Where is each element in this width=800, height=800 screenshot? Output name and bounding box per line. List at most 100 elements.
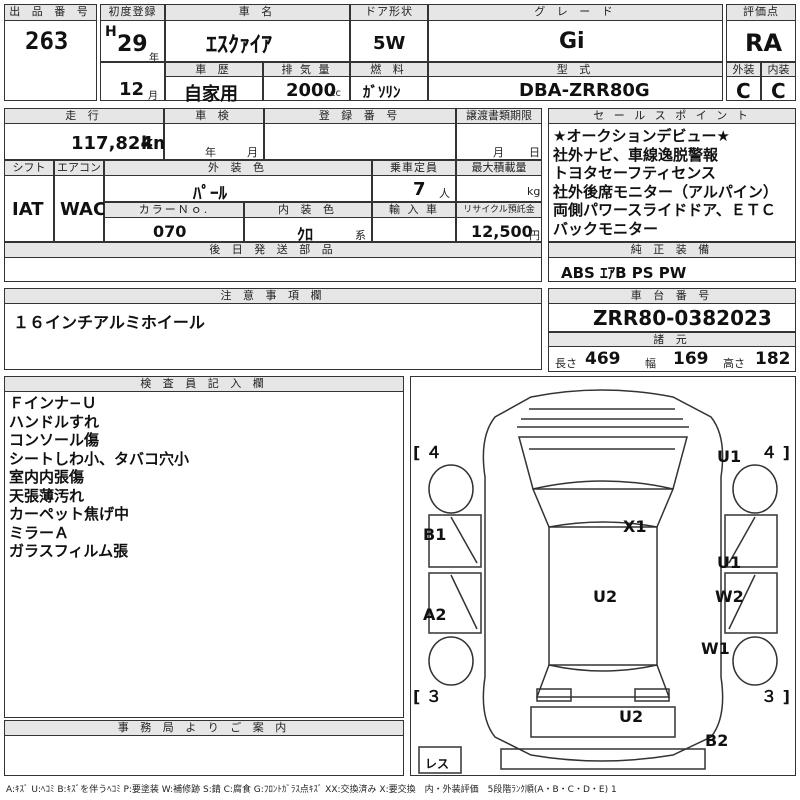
- max-load-label: 最大積載量: [456, 160, 542, 176]
- registration-box: 登 録 番 号: [264, 108, 456, 160]
- chassis-box: 車 台 番 号 ZRR80-0382023: [548, 288, 796, 332]
- max-load-unit: kg: [527, 185, 541, 198]
- interior-color-box: 内 装 色 ｸﾛ 系: [244, 202, 372, 244]
- rear-left-wheel: [428, 636, 474, 686]
- history-label: 車 歴: [165, 62, 263, 77]
- shift-label: シフト: [4, 160, 54, 176]
- height-value: 182: [755, 349, 791, 369]
- shift-value: IAT: [12, 199, 44, 220]
- standard-equipment: ABS ｴｱB PS PW: [561, 264, 687, 282]
- tail-lamps: [536, 688, 670, 702]
- chassis-label: 車 台 番 号: [548, 288, 796, 304]
- color-no-label: カラーＮｏ.: [104, 202, 244, 218]
- first-reg-month-box: 12 月: [100, 62, 165, 102]
- score-value: RA: [745, 29, 783, 57]
- body-outline: [482, 389, 724, 762]
- interior-grade-label: 内装: [761, 62, 796, 77]
- list-item: ガラスフィルム張: [9, 542, 129, 560]
- list-item: 室内内張傷: [9, 468, 85, 486]
- list-item: ミラーＡ: [9, 523, 70, 542]
- car-name-box: 車 名 ｴｽｸｧｲｱ: [165, 4, 350, 62]
- mark-u1-front-right: U1: [717, 447, 742, 466]
- shift-box: シフト IAT: [4, 160, 54, 242]
- model-code: DBA-ZRR80G: [519, 80, 650, 101]
- recycle-label: リサイクル預託金: [456, 202, 542, 218]
- mark-w1-rear-right: W1: [701, 639, 730, 658]
- width-label: 幅: [645, 357, 656, 370]
- mileage-value: 117,824: [71, 133, 153, 154]
- mark-a2-left-slide-door: A2: [423, 605, 447, 624]
- inspection-year-unit: 年: [205, 146, 216, 159]
- list-item: Ｆインナ−Ｕ: [9, 394, 97, 412]
- left-slide-door: [428, 572, 482, 634]
- car-name: ｴｽｸｧｲｱ: [206, 33, 273, 58]
- exterior-color-label: 外 装 色: [104, 160, 372, 176]
- grade-value: Gi: [559, 29, 585, 54]
- office-box: 事 務 局 よ り ご 案 内: [4, 720, 404, 776]
- displacement-unit: cc: [330, 88, 341, 99]
- history-box: 車 歴 自家用: [165, 62, 263, 105]
- mark-u2-back-door: U2: [619, 707, 644, 726]
- windshield: [531, 480, 675, 528]
- inspection-box: 車 検 年 月: [164, 108, 264, 160]
- inspector-list: Ｆインナ−Ｕ ハンドルすれ コンソール傷 シートしわ小、タバコ穴小 室内内張傷 …: [9, 394, 189, 561]
- list-item: カーペット焦げ中: [9, 505, 130, 523]
- mark-w2-right-slide-door: W2: [715, 587, 744, 606]
- lot-label: 出 品 番 号: [4, 4, 97, 21]
- list-item: ★オークションデビュー★: [553, 127, 730, 145]
- recycle-unit: 円: [529, 229, 540, 242]
- tire-rear-left: [ ３: [413, 687, 442, 706]
- car-diagram: [ ４ ４ ] [ ３ ３ ] レス U1 B1 X1 U1 U2 W2 A2 …: [410, 376, 796, 776]
- interior-color-label: 内 装 色: [244, 202, 372, 218]
- capacity-value: 7: [413, 179, 426, 200]
- mileage-box: 走 行 117,824 km: [4, 108, 172, 160]
- fuel-value: ｶﾞｿﾘﾝ: [363, 83, 401, 101]
- front-right-wheel: [732, 464, 778, 514]
- right-slide-door: [724, 572, 778, 634]
- later-parts-box: 後 日 発 送 部 品: [4, 242, 542, 282]
- grade-label: グ レ ー ド: [428, 4, 723, 21]
- color-no: 070: [153, 222, 187, 241]
- office-label: 事 務 局 よ り ご 案 内: [4, 720, 404, 736]
- car-name-label: 車 名: [165, 4, 350, 21]
- mark-u2-roof: U2: [593, 587, 618, 606]
- rear-window: [535, 664, 671, 698]
- door-label: ドア形状: [350, 4, 428, 21]
- capacity-unit: 人: [439, 187, 450, 200]
- front-bumper-lines: [517, 408, 689, 428]
- tire-rear-right: ３ ]: [761, 687, 790, 706]
- mark-b1-left-front: B1: [423, 525, 447, 544]
- capacity-label: 乗車定員: [372, 160, 456, 176]
- color-no-box: カラーＮｏ. 070: [104, 202, 244, 242]
- tire-front-right: ４ ]: [761, 443, 790, 462]
- list-item: 社外後席モニター（アルパイン）: [553, 182, 778, 201]
- length-label: 長さ: [555, 357, 577, 370]
- first-reg-box: 初度登録 H 29 年: [100, 4, 165, 64]
- grade-box: グ レ ー ド Gi: [428, 4, 723, 62]
- length-value: 469: [585, 349, 621, 369]
- tire-front-left: [ ４: [413, 443, 442, 462]
- interior-color-unit: 系: [355, 229, 366, 242]
- left-front-door: [428, 514, 482, 568]
- sales-points-label: セ ー ル ス ポ イ ン ト: [548, 108, 796, 124]
- history-value: 自家用: [184, 84, 238, 105]
- inspection-label: 車 検: [164, 108, 264, 124]
- width-value: 169: [673, 349, 709, 369]
- standard-equipment-box: 純 正 装 備 ABS ｴｱB PS PW: [548, 242, 796, 282]
- exterior-color: ﾊﾟｰﾙ: [193, 184, 227, 204]
- notes-text: １６インチアルミホイール: [13, 313, 205, 332]
- specs-box: 諸 元 長さ 469 幅 169 高さ 182: [548, 332, 796, 372]
- transfer-label: 譲渡書類期限: [456, 108, 542, 124]
- score-label: 評価点: [726, 4, 796, 21]
- model-box: 型 式 DBA-ZRR80G: [428, 62, 723, 101]
- list-item: ハンドルすれ: [9, 412, 100, 431]
- exterior-grade-label: 外装: [726, 62, 761, 77]
- spare-tire-label: レス: [425, 757, 450, 771]
- recycle-value: 12,500: [471, 222, 533, 241]
- list-item: 社外ナビ、車線逸脱警報: [553, 145, 719, 164]
- door-type: 5W: [373, 33, 406, 54]
- list-item: トヨタセーフティセンス: [553, 164, 716, 182]
- era: H: [105, 24, 117, 40]
- later-parts-label: 後 日 発 送 部 品: [4, 242, 542, 258]
- list-item: 天張薄汚れ: [9, 486, 85, 505]
